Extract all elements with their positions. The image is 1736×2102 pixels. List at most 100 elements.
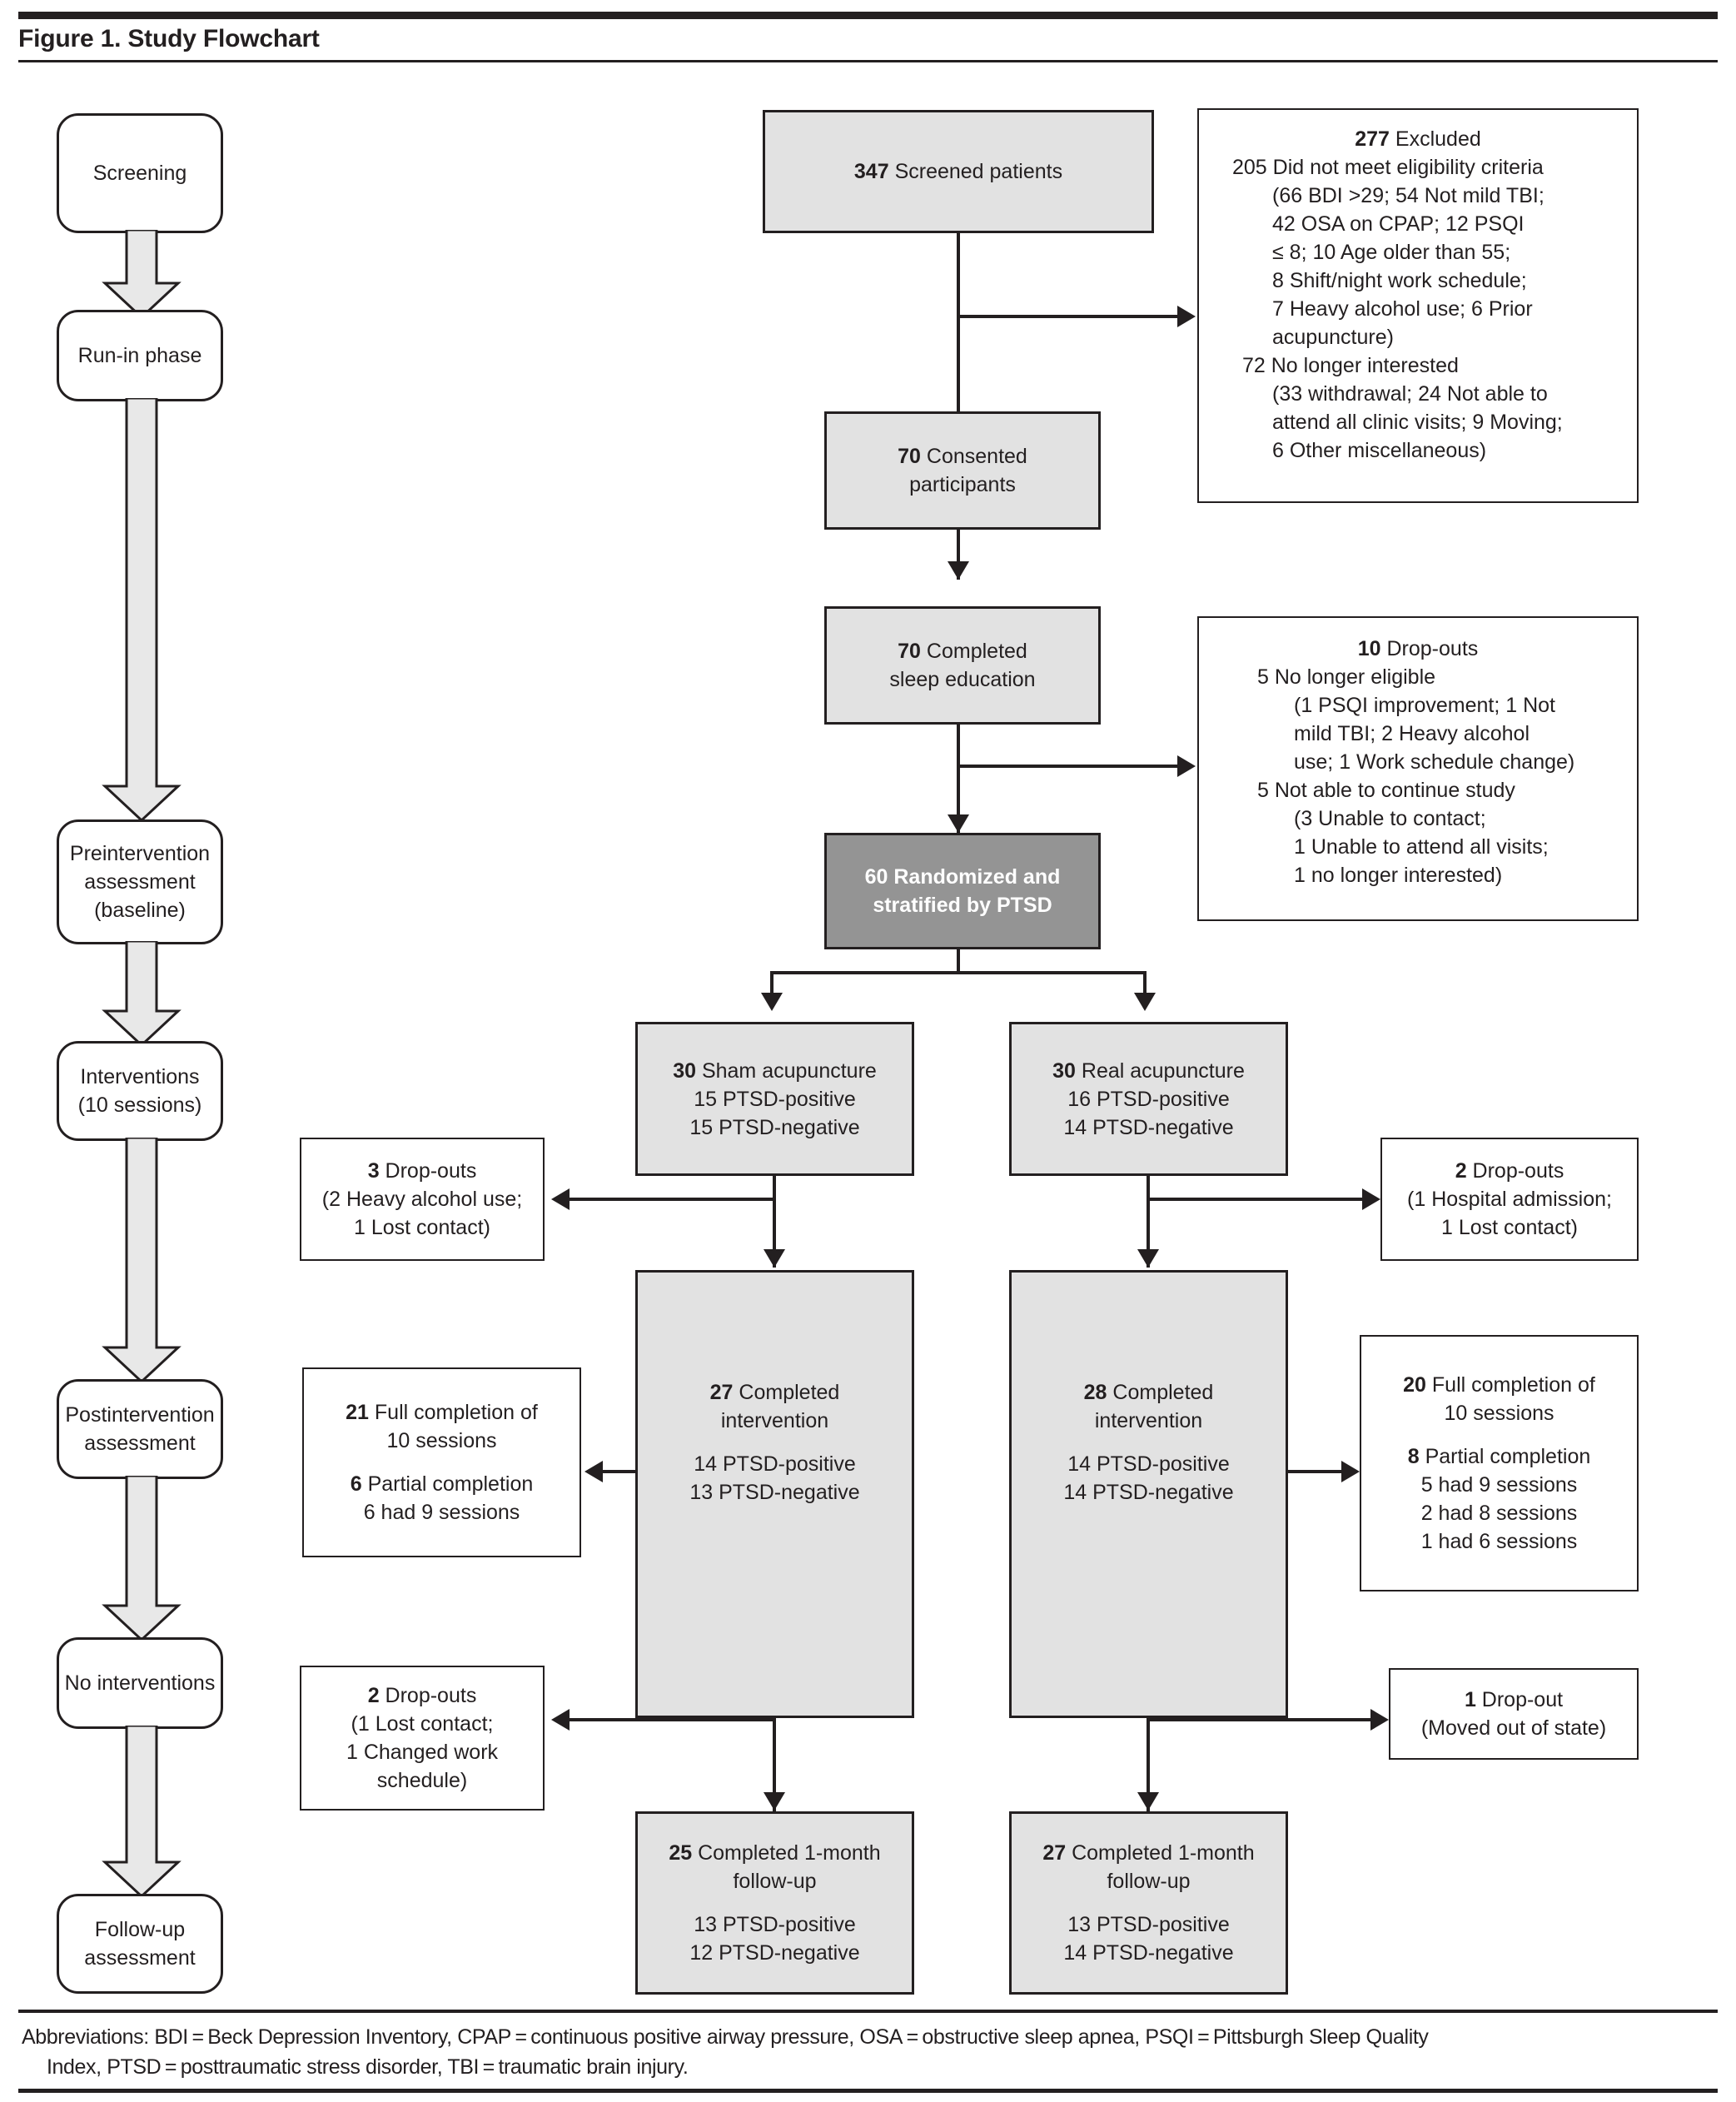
node-followup-sham: 25 Completed 1-month follow-up 13 PTSD-p… (635, 1811, 914, 1995)
excluded-line-11: 6 Other miscellaneous) (1272, 439, 1487, 462)
excluded-line-6: 7 Heavy alcohol use; 6 Prior (1272, 297, 1533, 321)
node-followup-real: 27 Completed 1-month follow-up 13 PTSD-p… (1009, 1811, 1288, 1995)
connector-split-right (1143, 971, 1147, 1004)
stage-postintervention-text: Postintervention assessment (65, 1401, 214, 1457)
stage-interventions-line1: Interventions (80, 1065, 200, 1088)
stage-preintervention-line3: (baseline) (94, 899, 186, 922)
stage-followup-assessment: Follow-up assessment (57, 1894, 223, 1994)
followup-sham-label-2: follow-up (733, 1870, 817, 1893)
stage-arrow-5-icon (102, 1476, 182, 1642)
stage-preintervention-line2: assessment (84, 870, 196, 894)
node-sessions-sham: 21 Full completion of 10 sessions 6 Part… (302, 1367, 581, 1557)
stage-postintervention-line1: Postintervention (65, 1403, 215, 1427)
stage-screening-label: Screening (92, 162, 187, 185)
connector-sham-down-1 (773, 1176, 776, 1268)
sessions-sham-full-count: 21 (346, 1401, 369, 1424)
arrow-to-sham-arm-icon (761, 993, 783, 1011)
real-ptsd-negative: 14 PTSD-negative (1063, 1115, 1234, 1139)
excluded-line-8: 72 No longer interested (1242, 354, 1459, 377)
real-ptsd-positive: 16 PTSD-positive (1067, 1087, 1230, 1111)
sessions-real-partial-detail-2: 2 had 8 sessions (1420, 1502, 1578, 1525)
stage-no-interventions-label: No interventions (64, 1671, 216, 1695)
connector-real-to-dropouts (1147, 1198, 1363, 1201)
dropouts-sham-int-count: 3 (367, 1159, 380, 1183)
randomized-line-2: stratified by PTSD (873, 894, 1052, 917)
arrow-to-sessions-sham-icon (584, 1461, 603, 1482)
node-sessions-real-text: 20 Full completion of 10 sessions 8 Part… (1361, 1367, 1637, 1559)
real-label: Real acupuncture (1081, 1058, 1245, 1083)
stage-arrow-4-icon (102, 1138, 182, 1384)
spacer (1020, 1895, 1277, 1910)
education-count: 70 (898, 640, 921, 663)
arrow-sham-to-followup-icon (764, 1792, 785, 1811)
completed-real-label-1: Completed (1112, 1381, 1214, 1404)
node-followup-real-text: 27 Completed 1-month follow-up 13 PTSD-p… (1012, 1836, 1286, 1970)
connector-randomized-down (957, 949, 960, 974)
followup-sham-ptsd-negative: 12 PTSD-negative (689, 1941, 860, 1965)
followup-real-ptsd-positive: 13 PTSD-positive (1067, 1913, 1230, 1936)
node-dropouts-real-intervention: 2 Drop-outs (1 Hospital admission; 1 Los… (1380, 1138, 1639, 1261)
stage-preintervention-line1: Preintervention (69, 842, 211, 865)
stage-screening: Screening (57, 113, 223, 233)
node-excluded-text: 277 Excluded 205 Did not meet eligibilit… (1199, 110, 1637, 468)
dropouts-run-in-line-3: mild TBI; 2 Heavy alcohol (1294, 722, 1530, 745)
node-dropouts-real-followup-text: 1 Drop-out (Moved out of state) (1390, 1682, 1637, 1746)
arrow-real-to-followup-icon (1137, 1792, 1159, 1811)
sessions-real-partial-label: Partial completion (1425, 1445, 1591, 1468)
stage-arrow-2-icon (102, 398, 182, 823)
node-completed-sham: 27 Completed intervention 14 PTSD-positi… (635, 1270, 914, 1718)
dropouts-sham-int-line-2: 1 Lost contact) (354, 1216, 490, 1239)
arrow-to-real-arm-icon (1134, 993, 1156, 1011)
connector-screened-to-excluded (957, 315, 1177, 318)
node-dropouts-sham-followup: 2 Drop-outs (1 Lost contact; 1 Changed w… (300, 1666, 545, 1811)
followup-real-count: 27 (1042, 1841, 1067, 1865)
excluded-line-7: acupuncture) (1272, 326, 1394, 349)
stage-postintervention-assessment: Postintervention assessment (57, 1379, 223, 1479)
connector-real-down-1 (1147, 1176, 1150, 1268)
sessions-sham-partial-label: Partial completion (367, 1472, 534, 1496)
arrow-to-dropouts-run-in-icon (1177, 755, 1196, 777)
dropouts-real-int-count: 2 (1455, 1159, 1467, 1183)
excluded-line-5: 8 Shift/night work schedule; (1272, 269, 1527, 292)
connector-consented-down (957, 530, 960, 580)
connector-split-left (770, 971, 773, 1004)
node-completed-sleep-education: 70 Completed sleep education (824, 606, 1101, 725)
dropouts-run-in-line-1: 5 No longer eligible (1257, 665, 1436, 689)
arrow-to-dropouts-real-int-icon (1362, 1188, 1380, 1210)
arrow-to-excluded-icon (1177, 306, 1196, 327)
spacer (1370, 1427, 1629, 1442)
stage-followup-line1: Follow-up (94, 1918, 186, 1941)
arrow-sham-to-completed-icon (764, 1249, 785, 1268)
sessions-real-partial-detail-1: 5 had 9 sessions (1420, 1473, 1578, 1497)
dropouts-real-int-heading: Drop-outs (1472, 1159, 1564, 1183)
connector-real-to-dropouts-fu (1147, 1718, 1371, 1721)
excluded-heading-label: Excluded (1395, 127, 1481, 151)
completed-real-count: 28 (1083, 1381, 1107, 1404)
node-sessions-real: 20 Full completion of 10 sessions 8 Part… (1360, 1335, 1639, 1591)
node-dropouts-real-followup: 1 Drop-out (Moved out of state) (1389, 1668, 1639, 1760)
stage-arrow-6-icon (102, 1726, 182, 1899)
excluded-line-1: 205 Did not meet eligibility criteria (1232, 156, 1544, 179)
consented-count: 70 (898, 445, 921, 468)
completed-sham-label-1: Completed (739, 1381, 840, 1404)
followup-sham-ptsd-positive: 13 PTSD-positive (694, 1913, 856, 1936)
node-dropouts-run-in-text: 10 Drop-outs 5 No longer eligible (1 PSQ… (1199, 618, 1637, 893)
stage-run-in-phase: Run-in phase (57, 310, 223, 401)
node-completed-real-text: 28 Completed intervention 14 PTSD-positi… (1012, 1375, 1286, 1510)
node-consented-text: 70 Consented participants (827, 439, 1098, 502)
consented-label-2: participants (909, 473, 1016, 496)
connector-education-down (957, 725, 960, 833)
dropouts-run-in-heading-label: Drop-outs (1386, 637, 1479, 660)
sham-label: Sham acupuncture (701, 1058, 877, 1083)
connector-sham-to-dropouts-fu (570, 1718, 774, 1721)
stage-arrow-1-icon (102, 230, 182, 320)
excluded-line-10: attend all clinic visits; 9 Moving; (1272, 411, 1563, 434)
screened-count: 347 (853, 160, 889, 183)
header-rule-bottom (18, 60, 1718, 62)
stage-interventions-line2: (10 sessions) (77, 1093, 202, 1117)
arrow-to-sessions-real-icon (1341, 1461, 1360, 1482)
excluded-line-3: 42 OSA on CPAP; 12 PSQI (1272, 212, 1525, 236)
stage-followup-text: Follow-up assessment (84, 1915, 195, 1972)
education-label-2: sleep education (889, 668, 1036, 691)
connector-completed-real-to-sessions (1286, 1470, 1341, 1473)
